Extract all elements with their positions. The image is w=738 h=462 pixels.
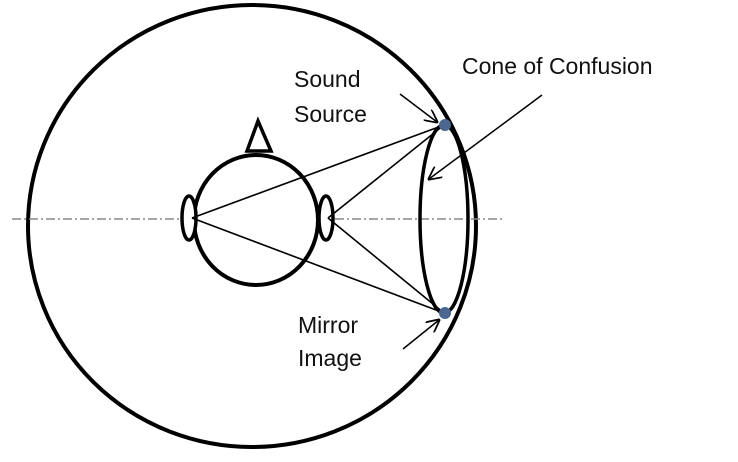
sound-source-arrow	[399, 93, 437, 122]
path-right-ear-to-source	[327, 124, 445, 219]
left-ear	[180, 194, 198, 242]
mirror-image-arrow	[402, 320, 439, 350]
nose-triangle	[244, 116, 274, 153]
path-right-ear-to-mirror	[327, 217, 445, 314]
path-left-ear-to-source	[191, 124, 445, 219]
sound-source-label-2: Source	[294, 101, 367, 127]
mirror-image-label-1: Mirror	[298, 312, 358, 338]
sound-source-point	[439, 119, 451, 131]
mirror-image-label-2: Image	[298, 345, 362, 371]
mirror-image-point	[439, 307, 451, 319]
sound-source-label-1: Sound	[294, 66, 361, 92]
cone-of-confusion-label: Cone of Confusion	[462, 53, 653, 79]
head	[192, 153, 320, 287]
cone-arrow	[429, 94, 543, 179]
right-ear	[317, 194, 335, 242]
outer-sphere	[26, 3, 478, 449]
path-left-ear-to-mirror	[191, 217, 445, 314]
